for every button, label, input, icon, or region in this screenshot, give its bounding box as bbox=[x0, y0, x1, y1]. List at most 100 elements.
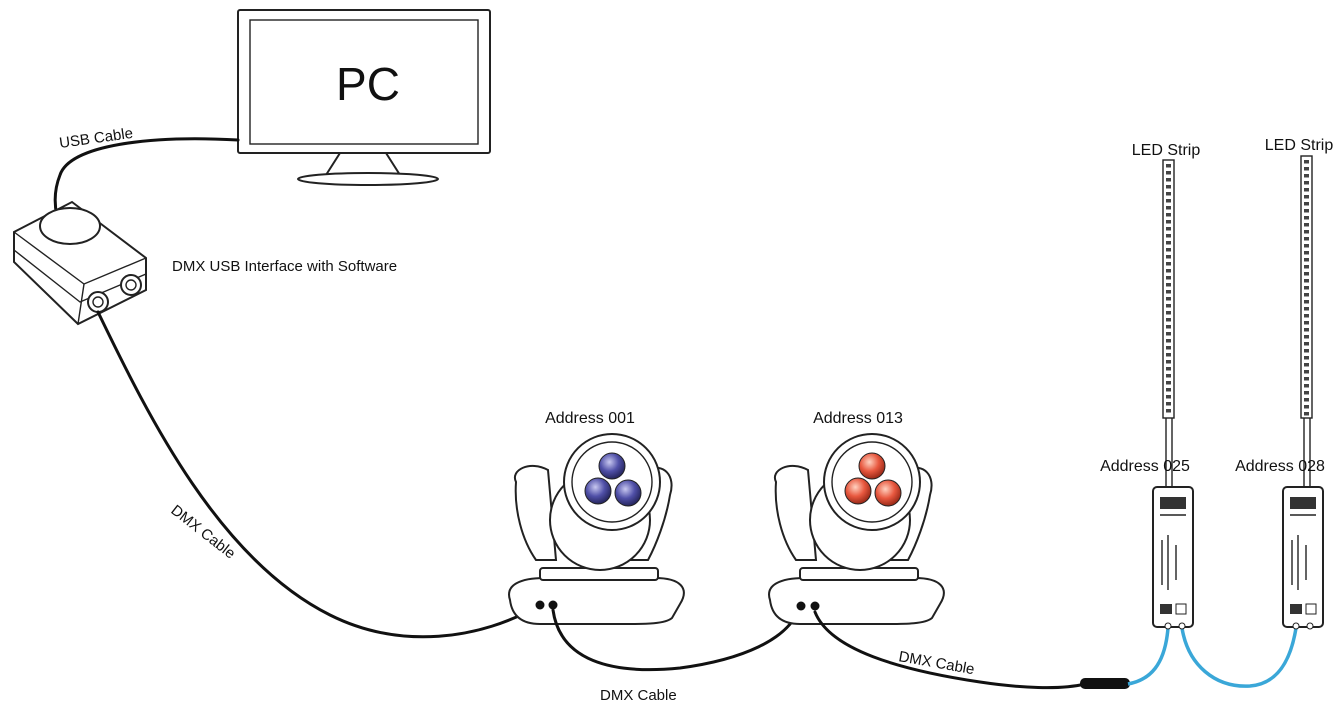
dmx-cable-blue-1 bbox=[1127, 627, 1170, 686]
usb-cable bbox=[53, 137, 240, 234]
dmx-cable-2-label: DMX Cable bbox=[600, 687, 677, 704]
led-chip bbox=[1304, 370, 1309, 374]
led-chip bbox=[1304, 321, 1309, 325]
led-chip bbox=[1304, 279, 1309, 283]
led-chip bbox=[1304, 251, 1309, 255]
led-chip bbox=[1166, 290, 1171, 294]
led-chip bbox=[1166, 360, 1171, 364]
led-chip bbox=[1304, 181, 1309, 185]
led-chip bbox=[1304, 195, 1309, 199]
led-chip bbox=[1304, 342, 1309, 346]
led-chip bbox=[1166, 395, 1171, 399]
dmx-usb-interface bbox=[13, 200, 147, 326]
dmx-decoder-2 bbox=[1282, 486, 1324, 630]
led-chip bbox=[1166, 374, 1171, 378]
address-025-label: Address 025 bbox=[1100, 458, 1190, 475]
led-chip bbox=[1304, 412, 1309, 416]
led-chip bbox=[1166, 409, 1171, 413]
led-chip bbox=[1166, 255, 1171, 259]
usb-cable-label: USB Cable bbox=[58, 125, 134, 152]
led-chip bbox=[1166, 318, 1171, 322]
led-chip bbox=[1166, 325, 1171, 329]
led-chip bbox=[1166, 192, 1171, 196]
led-chip bbox=[1304, 405, 1309, 409]
led-chip bbox=[1304, 335, 1309, 339]
led-chip bbox=[1166, 178, 1171, 182]
address-013-label: Address 013 bbox=[813, 410, 903, 427]
led-chip bbox=[1166, 304, 1171, 308]
led-chip bbox=[1166, 262, 1171, 266]
led-chip bbox=[1166, 381, 1171, 385]
address-028-label: Address 028 bbox=[1235, 458, 1325, 475]
led-chip bbox=[1166, 402, 1171, 406]
led-chip bbox=[1166, 353, 1171, 357]
led-chip bbox=[1166, 269, 1171, 273]
led-chip bbox=[1166, 332, 1171, 336]
led-chip bbox=[1166, 367, 1171, 371]
lens-blue-3 bbox=[614, 479, 642, 507]
led-chip bbox=[1166, 220, 1171, 224]
led-chip bbox=[1166, 199, 1171, 203]
dmx-decoder-1 bbox=[1152, 486, 1194, 630]
led-chip bbox=[1304, 272, 1309, 276]
led-chip bbox=[1304, 363, 1309, 367]
led-chip bbox=[1304, 244, 1309, 248]
led-chip bbox=[1166, 227, 1171, 231]
led-chip bbox=[1304, 237, 1309, 241]
pc-label: PC bbox=[336, 58, 400, 110]
led-chip bbox=[1304, 349, 1309, 353]
led-chip bbox=[1304, 265, 1309, 269]
led-chip bbox=[1304, 356, 1309, 360]
lens-blue-1 bbox=[598, 452, 626, 480]
led-chip bbox=[1304, 398, 1309, 402]
led-chip bbox=[1166, 234, 1171, 238]
led-strip-1-label: LED Strip bbox=[1132, 142, 1201, 159]
led-chip bbox=[1166, 346, 1171, 350]
led-chip bbox=[1304, 314, 1309, 318]
led-chip bbox=[1304, 300, 1309, 304]
moving-head-fixture-1 bbox=[508, 433, 685, 625]
dmx-cable-3 bbox=[813, 610, 1087, 690]
lens-red-3 bbox=[874, 479, 902, 507]
led-chip bbox=[1304, 174, 1309, 178]
led-chip bbox=[1304, 293, 1309, 297]
led-chip bbox=[1166, 297, 1171, 301]
moving-head-fixture-2 bbox=[768, 433, 945, 625]
led-chip bbox=[1166, 276, 1171, 280]
led-chip bbox=[1304, 202, 1309, 206]
pc-monitor: PC bbox=[237, 9, 491, 186]
led-chip bbox=[1304, 230, 1309, 234]
led-chip bbox=[1304, 209, 1309, 213]
led-chip bbox=[1166, 164, 1171, 168]
led-chip bbox=[1304, 307, 1309, 311]
led-chip bbox=[1166, 388, 1171, 392]
inline-connector bbox=[1080, 678, 1130, 689]
led-chip bbox=[1166, 206, 1171, 210]
led-chip bbox=[1304, 258, 1309, 262]
interface-label: DMX USB Interface with Software bbox=[172, 258, 397, 275]
led-chip bbox=[1304, 286, 1309, 290]
led-strip-1 bbox=[1162, 159, 1175, 490]
led-chip bbox=[1166, 248, 1171, 252]
led-chip bbox=[1304, 167, 1309, 171]
led-chip bbox=[1304, 391, 1309, 395]
led-chip bbox=[1166, 213, 1171, 217]
led-strip-2-label: LED Strip bbox=[1265, 137, 1334, 154]
led-chip bbox=[1166, 185, 1171, 189]
lens-blue-2 bbox=[584, 477, 612, 505]
led-strip-2 bbox=[1300, 155, 1313, 490]
address-001-label: Address 001 bbox=[545, 410, 635, 427]
led-chip bbox=[1166, 311, 1171, 315]
dmx-cable-1 bbox=[96, 310, 542, 639]
led-chip bbox=[1304, 384, 1309, 388]
lens-red-2 bbox=[844, 477, 872, 505]
led-chip bbox=[1166, 171, 1171, 175]
led-chip bbox=[1166, 241, 1171, 245]
led-chip bbox=[1304, 160, 1309, 164]
led-chip bbox=[1304, 223, 1309, 227]
led-chip bbox=[1304, 216, 1309, 220]
led-chip bbox=[1304, 188, 1309, 192]
dmx-cable-blue-2 bbox=[1180, 627, 1298, 688]
led-chip bbox=[1304, 328, 1309, 332]
